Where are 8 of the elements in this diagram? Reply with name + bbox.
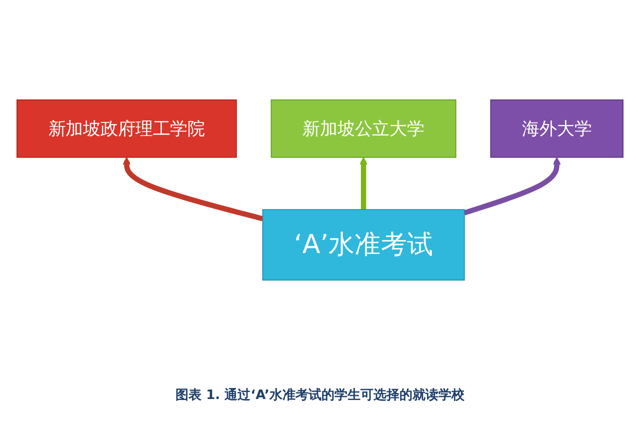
- node-box: 海外大学: [490, 99, 624, 158]
- node-box: 新加坡公立大学: [270, 99, 456, 158]
- node-box: 新加坡政府理工学院: [16, 99, 237, 158]
- arrow: [360, 157, 368, 210]
- arrow: [122, 157, 264, 222]
- node-box: ‘A’水准考试: [262, 209, 465, 281]
- arrow: [464, 157, 561, 216]
- caption: 图表 1. 通过‘A’水准考试的学生可选择的就读学校: [174, 387, 466, 404]
